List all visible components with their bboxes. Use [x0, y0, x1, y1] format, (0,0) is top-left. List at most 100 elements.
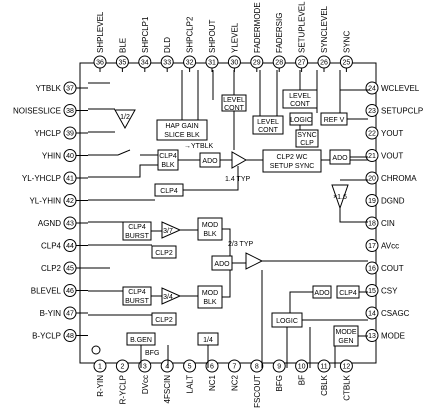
- pin-label-right: VOUT: [381, 152, 403, 161]
- b-gen-label: B.GEN: [130, 337, 152, 344]
- pin-bottom-5: [183, 359, 197, 373]
- pin-num: 10: [298, 364, 306, 371]
- pin-top-33: [160, 55, 174, 69]
- pin-label-left: YL-YHCLP: [22, 174, 61, 183]
- pin-num: 32: [186, 60, 194, 67]
- pin-bottom-7: [227, 359, 241, 373]
- pin-num: 44: [66, 243, 74, 250]
- pin-top-31: [205, 55, 219, 69]
- pin-top-30: [227, 55, 241, 69]
- pin-label-right: WCLEVEL: [381, 84, 420, 93]
- pin-num: 2: [120, 364, 124, 371]
- clp4-blk-y-l1: CLP4: [159, 153, 177, 160]
- pin-label-top: DLD: [163, 37, 172, 53]
- pin-label-bottom: R-YIN: [96, 375, 105, 397]
- pin-label-right: MODE: [381, 332, 405, 341]
- pin-num: 42: [66, 198, 74, 205]
- hap-gain-l1: HAP GAIN: [165, 123, 198, 130]
- pin-label-left: CLP2: [41, 264, 62, 273]
- pin-label-left: YL-YHIN: [29, 197, 61, 206]
- pin-num: 33: [163, 60, 171, 67]
- amp-37: [161, 221, 182, 239]
- pin-num: 48: [66, 333, 74, 340]
- mod1-l2: BLK: [203, 231, 217, 238]
- half-label: 1/2: [120, 114, 130, 121]
- bfg-label: BFG: [145, 350, 159, 357]
- pin-right-16: [365, 261, 379, 275]
- pin-num: 22: [368, 131, 376, 138]
- pin-label-bottom: LALT: [186, 375, 195, 394]
- pin-label-bottom: BFG: [275, 375, 284, 391]
- pin-top-26: [317, 55, 331, 69]
- pin-num: 27: [298, 60, 306, 67]
- gain-label: ×1.6: [333, 194, 347, 201]
- pin-right-21: [365, 149, 379, 162]
- mod1-l1: MOD: [202, 222, 218, 229]
- amp34-label: 3/4: [163, 294, 173, 301]
- logic-top: [289, 112, 313, 126]
- typ23-label: 2/3 TYP: [228, 241, 253, 248]
- pin-label-right: DGND: [381, 197, 405, 206]
- logic-bot-label: LOGIC: [276, 318, 298, 325]
- pin-top-32: [183, 55, 197, 69]
- pin-top-29: [250, 55, 264, 69]
- pin-num: 19: [368, 198, 376, 205]
- pin-right-24: [365, 81, 379, 95]
- pin-bottom-12: [339, 359, 353, 373]
- pin-num: 6: [210, 364, 214, 371]
- pin-label-left: AGND: [38, 219, 61, 228]
- clp2-1-label: CLP2: [155, 250, 173, 257]
- pin-right-15: [365, 284, 379, 297]
- sync-clp: [295, 129, 319, 148]
- pin-num: 43: [66, 221, 74, 228]
- pin-bottom-2: [115, 359, 129, 373]
- pin-bottom-4: [160, 359, 174, 373]
- pin-label-right: CIN: [381, 219, 395, 228]
- pin-num: 38: [66, 108, 74, 115]
- pin-num: 36: [96, 60, 104, 67]
- pin-top-28: [272, 55, 286, 69]
- pin-num: 30: [231, 60, 239, 67]
- ado-b-label: ADO: [314, 290, 330, 297]
- pin-label-top: SYNC: [342, 31, 351, 53]
- pin-top-35: [115, 55, 129, 69]
- pin-label-top: SHPOUT: [208, 20, 217, 53]
- pin-num: 31: [208, 60, 216, 67]
- clp2-1: [151, 245, 177, 259]
- pin-num: 26: [320, 60, 328, 67]
- pin-label-top: YLEVEL: [230, 22, 239, 53]
- pin-label-bottom: NC1: [208, 374, 217, 391]
- pin-label-left: BLEVEL: [31, 287, 62, 296]
- pin-num: 29: [253, 60, 261, 67]
- lc1-l1: LEVEL: [223, 97, 245, 104]
- pin-num: 24: [368, 86, 376, 93]
- lc2-l2: CONT: [258, 127, 279, 134]
- cb1-l1: CLP4: [128, 224, 146, 231]
- pin-label-right: COUT: [381, 264, 404, 273]
- clp4-b-label: CLP4: [339, 290, 357, 297]
- clp4-blk-y-l2: BLK: [161, 162, 175, 169]
- pin-label-left: YHCLP: [34, 129, 61, 138]
- pin-label-top: BLE: [118, 38, 127, 53]
- pin-num: 17: [368, 243, 376, 250]
- pin-num: 37: [66, 86, 74, 93]
- pin-top-34: [138, 55, 152, 69]
- pin-num: 34: [141, 60, 149, 67]
- ado-y-label: ADO: [202, 158, 218, 165]
- pin-num: 8: [255, 364, 259, 371]
- pin-right-20: [365, 171, 379, 185]
- clp2-2: [151, 312, 177, 326]
- cb2-l1: CLP4: [128, 289, 146, 296]
- pin-num: 3: [143, 364, 147, 371]
- pin-num: 11: [320, 364, 327, 371]
- pin-right-17: [365, 239, 379, 252]
- logic-top-label: LOGIC: [290, 117, 312, 124]
- pin-label-right: CSAGC: [381, 309, 410, 318]
- pin-label-bottom: CBLK: [320, 374, 329, 396]
- lc3-l1: LEVEL: [289, 93, 311, 100]
- pin-num: 21: [368, 153, 376, 160]
- lc1-l2: CONT: [224, 105, 245, 112]
- pin-label-right: YOUT: [381, 129, 403, 138]
- pin-num: 28: [275, 60, 283, 67]
